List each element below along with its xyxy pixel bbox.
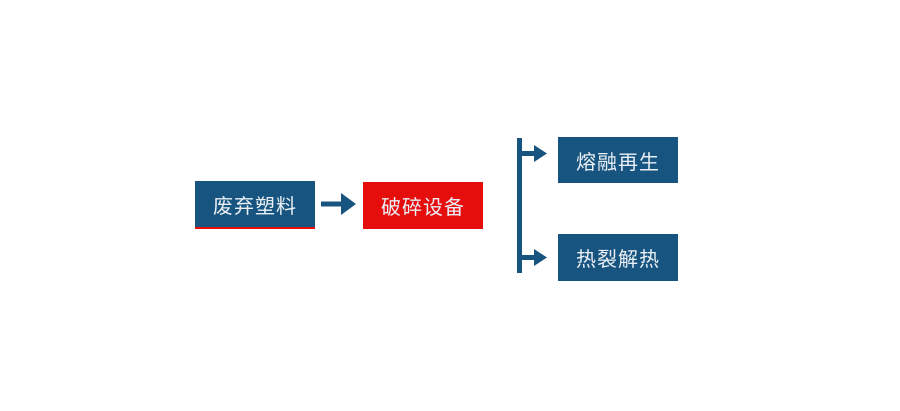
- branch-connector-icon: [515, 136, 551, 276]
- node-pyrolysis-heat: 热裂解热: [558, 234, 678, 281]
- node-melt-regeneration: 熔融再生: [558, 137, 678, 183]
- node-waste-plastic-label: 废弃塑料: [213, 195, 297, 218]
- node-crushing-equipment: 破碎设备: [363, 182, 483, 229]
- right-arrow-icon: [321, 189, 358, 219]
- node-waste-plastic: 废弃塑料: [195, 181, 315, 229]
- node-pyrolysis-heat-label: 热裂解热: [576, 249, 660, 271]
- node-melt-regeneration-label: 熔融再生: [576, 151, 660, 174]
- node-crushing-equipment-label: 破碎设备: [381, 197, 465, 219]
